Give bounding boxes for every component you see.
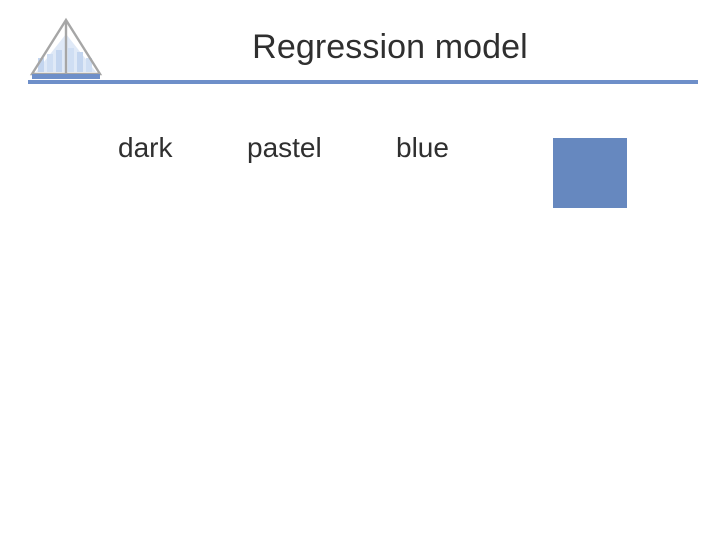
palette-word-row: dark pastel blue [0,114,720,208]
page-title: Regression model [252,28,528,66]
palette-word-pastel: pastel [247,132,322,163]
palette-word-dark: dark [118,132,173,163]
slide-body: dark pastel blue [0,90,720,540]
slide-header: Regression model [0,0,720,90]
pyramid-chart-logo-icon [28,14,104,82]
color-swatch-blue [553,138,627,208]
title-divider [28,80,698,84]
palette-word-blue: blue [396,132,449,163]
